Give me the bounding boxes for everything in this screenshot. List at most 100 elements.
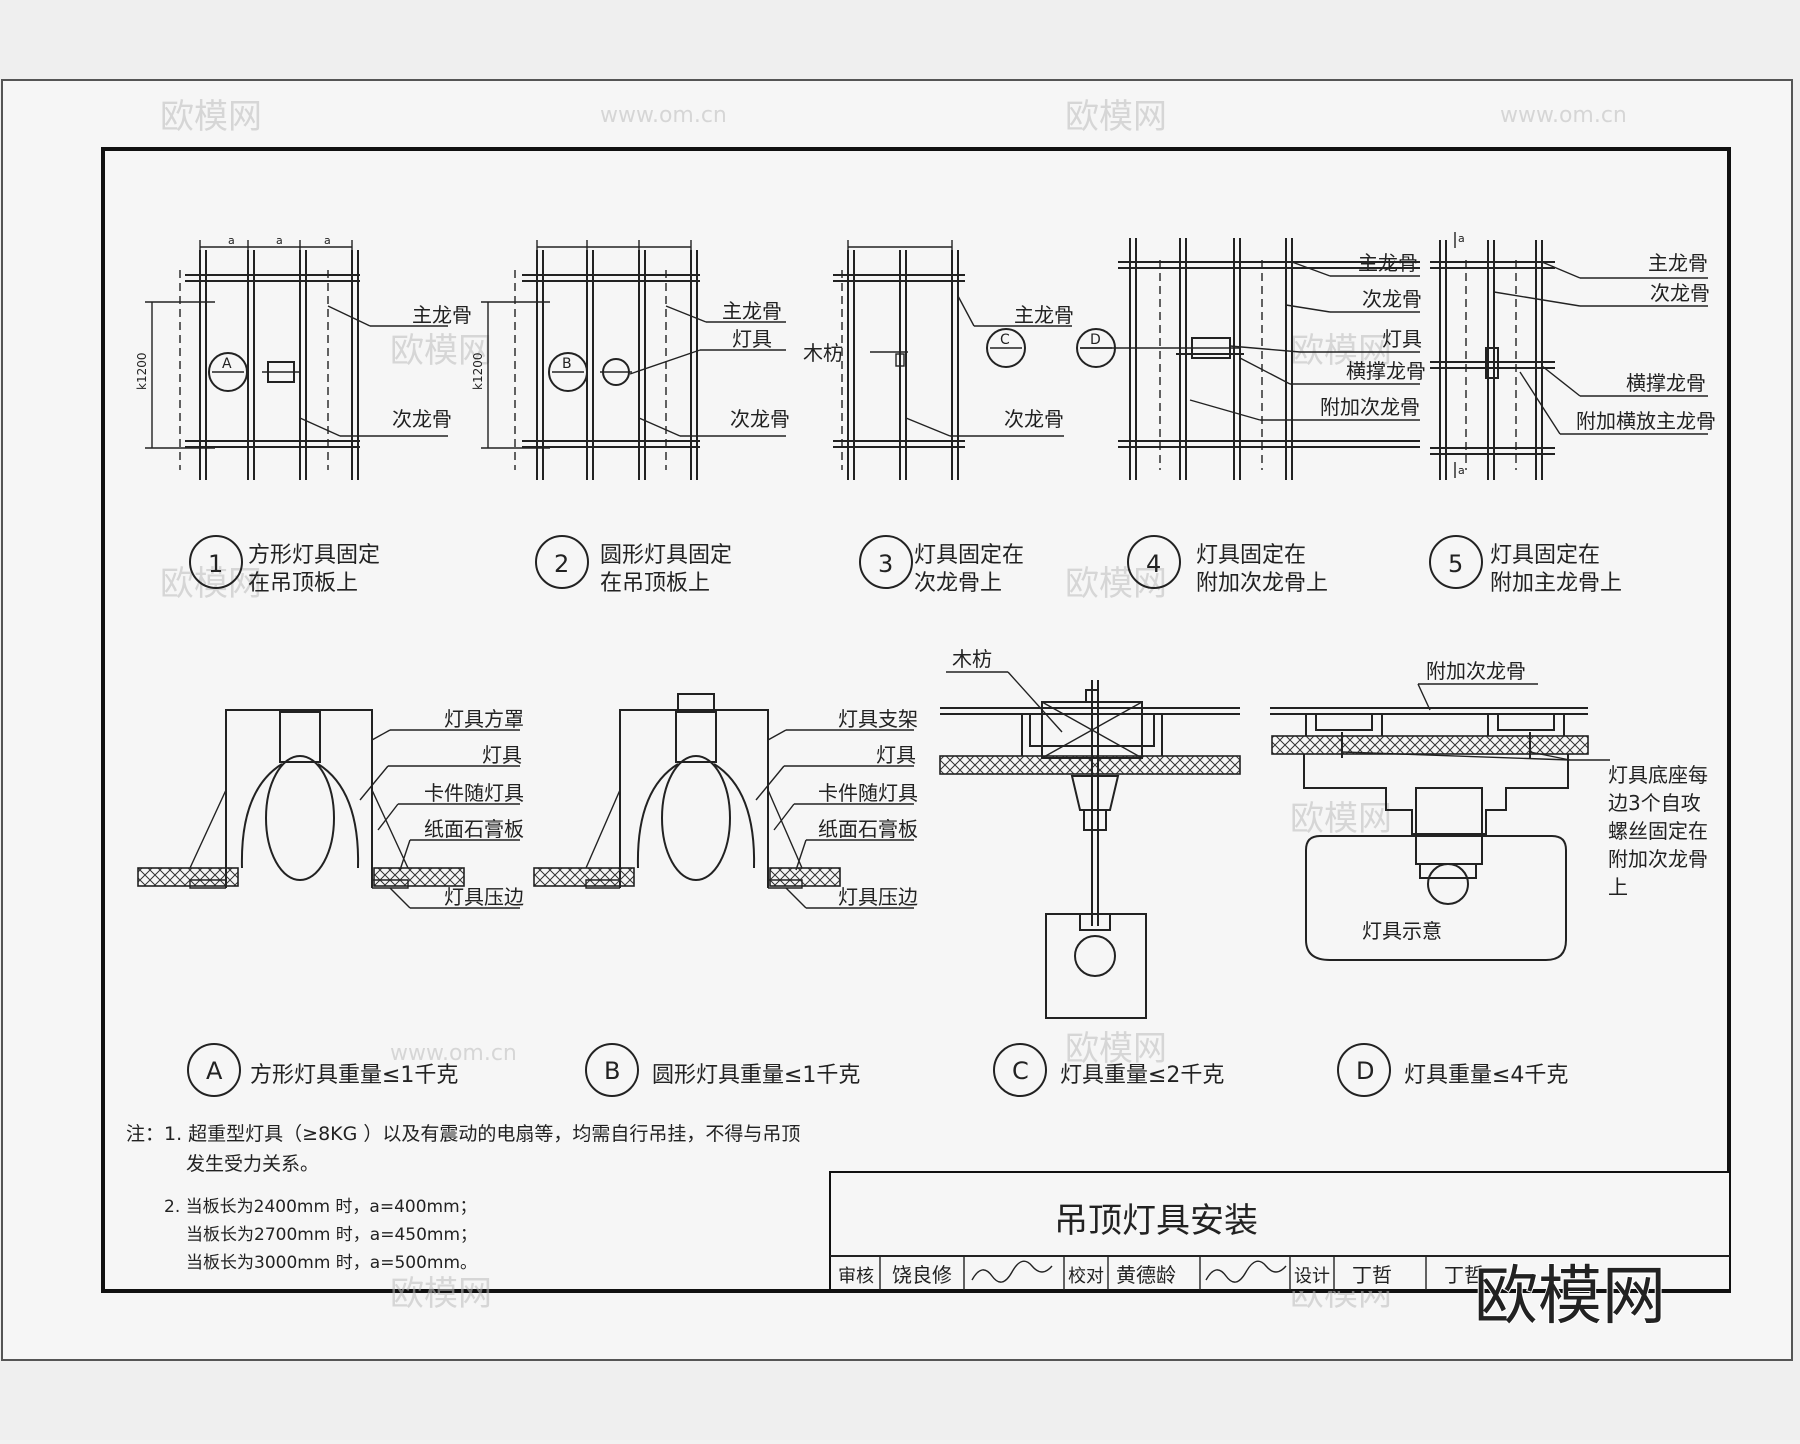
bracket-mark (895, 353, 905, 367)
main-joist-label: 主龙骨 (1648, 251, 1708, 275)
fixture-schematic-label: 灯具示意 (1362, 919, 1442, 943)
section-title-text: 圆形灯具重量≤1千克 (652, 1063, 860, 1088)
plan-title-line2: 在吊顶板上 (248, 571, 358, 596)
section-title-d: D 灯具重量≤4千克 (1337, 1043, 1568, 1097)
watermark-brand: 欧模网 (1290, 331, 1392, 371)
main-joist-label: 主龙骨 (412, 303, 472, 327)
detail-mark-c (986, 328, 1026, 368)
watermark-brand: 欧模网 (1290, 799, 1392, 839)
detail-mark-d (1076, 328, 1116, 368)
plan-title-4: 4 灯具固定在 附加次龙骨上 (1127, 535, 1328, 596)
extra-secondary-joist-label: 附加次龙骨 (1320, 395, 1420, 419)
plan-title-3: 3 灯具固定在 次龙骨上 (859, 535, 1024, 596)
main-joist-label: 主龙骨 (722, 299, 782, 323)
secondary-joist-label: 次龙骨 (392, 407, 452, 431)
watermark-brand: 欧模网 (160, 564, 262, 604)
check-label: 校对 (1068, 1266, 1104, 1287)
watermark-brand: 欧模网 (390, 1274, 492, 1314)
section-title-c: C 灯具重量≤2千克 (993, 1043, 1224, 1097)
drawing-title: 吊顶灯具安装 (1054, 1201, 1258, 1241)
plan-title-line2: 次龙骨上 (914, 571, 1002, 596)
wood-batten-label: 木枋 (952, 647, 992, 671)
fixture-outline (1305, 835, 1567, 961)
plan-title-line2: 附加主龙骨上 (1490, 571, 1622, 596)
plan-5-on-extra-main-joist: a a 主龙骨 次龙骨 横撑龙骨 附加横放主龙骨 (1430, 232, 1716, 480)
section-label: 卡件随灯具 (424, 781, 524, 805)
mark-c-letter: C (1000, 332, 1010, 348)
dim-1200-label: k1200 (471, 353, 485, 391)
plan-4-on-extra-secondary-joist: D 主龙骨 次龙骨 灯具 横撑龙骨 附加次龙骨 (1076, 238, 1426, 480)
note-2-line-3: 当板长为3000mm 时，a=500mm。 (186, 1253, 477, 1273)
section-label: 灯具压边 (838, 885, 918, 909)
plan-title-line2: 附加次龙骨上 (1196, 571, 1328, 596)
watermark-brand: 欧模网 (1065, 97, 1167, 137)
plan-title-line1: 灯具固定在 (1196, 543, 1306, 568)
mark-b-letter: B (562, 356, 572, 372)
fixture-label: 灯具 (732, 327, 772, 351)
main-joist-label: 主龙骨 (1358, 251, 1418, 275)
plan-2-round-fixture: k1200 B 主龙骨 灯具 次龙骨 (471, 240, 790, 480)
section-label: 灯具支架 (838, 707, 918, 731)
section-mark: B (604, 1057, 620, 1085)
extra-horizontal-main-joist-label: 附加横放主龙骨 (1576, 409, 1716, 433)
watermark-site: www.om.cn (390, 1041, 517, 1066)
plan-title-1: 1 方形灯具固定 在吊顶板上 (189, 535, 380, 596)
dim-a-label: a (276, 234, 283, 247)
plan-number: 5 (1448, 550, 1463, 578)
extra-joist-label: 附加次龙骨 (1426, 659, 1526, 683)
plan-titles: 1 方形灯具固定 在吊顶板上 2 圆形灯具固定 在吊顶板上 3 灯具固定在 次龙… (189, 535, 1622, 596)
bulb-shape (1074, 935, 1116, 977)
plan-title-2: 2 圆形灯具固定 在吊顶板上 (535, 535, 732, 596)
main-joist-label: 主龙骨 (1014, 303, 1074, 327)
section-mark: D (1356, 1057, 1374, 1085)
plan-title-line2: 在吊顶板上 (600, 571, 710, 596)
plan-number: 4 (1146, 550, 1161, 578)
bulb-shape (265, 755, 335, 881)
design-label: 设计 (1294, 1266, 1330, 1287)
plan-3-on-secondary-joist: 木枋 主龙骨 次龙骨 C (803, 240, 1074, 480)
mark-d-letter: D (1090, 332, 1101, 348)
plan-number: 1 (208, 550, 223, 578)
watermark-brand: 欧模网 (1065, 1029, 1167, 1069)
check-signature (1205, 1260, 1287, 1283)
mounting-note-line: 螺丝固定在 (1608, 819, 1708, 843)
section-label: 纸面石膏板 (424, 817, 524, 841)
section-c-hanging-fixture: 木枋 (939, 647, 1241, 1019)
mark-a-letter: A (222, 356, 232, 372)
detail-mark-b (548, 352, 588, 392)
section-title-b: B 圆形灯具重量≤1千克 (585, 1043, 860, 1097)
section-label: 灯具方罩 (444, 707, 524, 731)
section-label: 灯具 (482, 743, 522, 767)
check-name: 黄德龄 (1116, 1263, 1176, 1287)
dim-a-label: a (228, 234, 235, 247)
watermark-brand: 欧模网 (1065, 564, 1167, 604)
section-title-text: 灯具重量≤2千克 (1060, 1063, 1224, 1088)
watermark-brand: 欧模网 (390, 331, 492, 371)
note-2-line-1: 2. 当板长为2400mm 时，a=400mm； (164, 1197, 477, 1217)
mounting-note-line: 边3个自攻 (1608, 791, 1701, 815)
section-label: 卡件随灯具 (818, 781, 918, 805)
plan-number: 3 (878, 550, 893, 578)
dim-a-label: a (1458, 464, 1465, 477)
notes: 注：1. 超重型灯具（≥8KG ）以及有震动的电扇等，均需自行吊挂，不得与吊顶 … (126, 1123, 800, 1273)
plan-title-line1: 灯具固定在 (914, 543, 1024, 568)
dim-a-label: a (324, 234, 331, 247)
secondary-joist-label: 次龙骨 (730, 407, 790, 431)
dim-a-label: a (1458, 232, 1465, 245)
section-label: 灯具 (876, 743, 916, 767)
detail-mark-a (208, 352, 248, 392)
mounting-note-line: 灯具底座每 (1608, 763, 1708, 787)
watermark-site: www.om.cn (600, 103, 727, 128)
bulb-shape (661, 755, 731, 881)
section-title-a: A 方形灯具重量≤1千克 (187, 1043, 458, 1097)
review-label: 审核 (838, 1266, 874, 1287)
secondary-joist-label: 次龙骨 (1004, 407, 1064, 431)
note-2-line-2: 当板长为2700mm 时，a=450mm； (186, 1225, 477, 1245)
section-b-round-fixture: 灯具支架 灯具 卡件随灯具 纸面石膏板 灯具压边 (533, 693, 918, 909)
section-a-square-fixture: 灯具方罩 灯具 卡件随灯具 纸面石膏板 灯具压边 (137, 707, 524, 909)
plan-title-5: 5 灯具固定在 附加主龙骨上 (1429, 535, 1622, 596)
plan-title-line1: 灯具固定在 (1490, 543, 1600, 568)
design-name: 丁哲 (1352, 1263, 1392, 1287)
fixture-label: 灯具 (1382, 327, 1422, 351)
